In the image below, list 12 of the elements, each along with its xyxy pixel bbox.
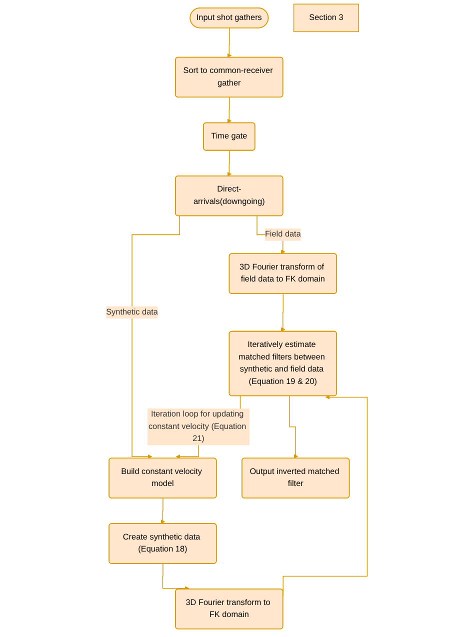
arrow <box>290 396 298 459</box>
arrow <box>281 293 286 332</box>
node-box: Section 3 <box>294 4 360 32</box>
arrow <box>227 150 232 176</box>
arrow <box>227 28 232 58</box>
edge-label: Field data <box>265 230 302 239</box>
edge-label: Synthetic data <box>106 308 158 316</box>
arrow <box>132 216 180 459</box>
arrow <box>162 563 190 591</box>
arrow <box>161 498 166 524</box>
arrow <box>227 97 232 124</box>
edge-label: Iteration loop for updating constant velocity (Equation 21) <box>148 410 247 444</box>
